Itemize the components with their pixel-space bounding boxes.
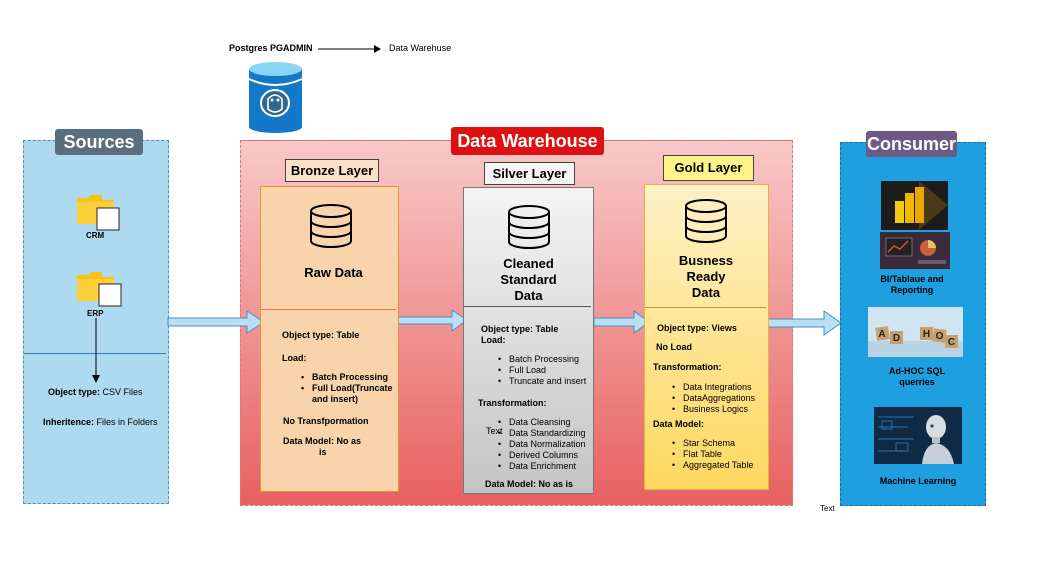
- data-warehouse-title: Data Warehouse: [451, 127, 604, 155]
- gold-data-model-list: Star Schema Flat Table Aggregated Table: [667, 438, 767, 471]
- gold-object-type: Object type: Views: [657, 323, 737, 333]
- silver-load-item: Batch Processing: [493, 354, 593, 365]
- gold-data-model-item: Aggregated Table: [667, 460, 767, 471]
- gold-divider: [645, 307, 766, 308]
- bronze-data-model-l2: is: [319, 447, 327, 457]
- machine-learning-icon[interactable]: [874, 407, 962, 464]
- tile-h: H: [923, 329, 930, 340]
- gold-data-model-label: Data Model:: [653, 419, 705, 429]
- silver-data-model: Data Model: No as is: [485, 479, 574, 489]
- silver-load-label: Load:: [481, 335, 506, 345]
- silver-load-list: Batch Processing Full Load Truncate and …: [493, 354, 593, 387]
- sources-object-type: Object type: CSV Files: [48, 387, 143, 397]
- gold-transformation-item: Business Logics: [667, 404, 767, 415]
- silver-database-icon: [508, 205, 550, 249]
- pgadmin-arrow: [318, 45, 381, 53]
- sources-to-bronze-arrow: [167, 310, 265, 334]
- gold-layer-title: Gold Layer: [663, 155, 754, 181]
- silver-transformation-item: Data Cleansing: [493, 417, 593, 428]
- ad-hoc-sql-icon[interactable]: A D H O C: [868, 307, 963, 357]
- bronze-load-label: Load:: [282, 353, 307, 363]
- bronze-transformation: No Transfpormation: [283, 416, 369, 426]
- gold-transformation-item: DataAggregations: [667, 393, 767, 404]
- tile-a: A: [878, 329, 885, 340]
- gold-data-model-item: Flat Table: [667, 449, 767, 460]
- erp-label: ERP: [87, 309, 104, 318]
- silver-load-item: Truncate and insert: [493, 376, 593, 387]
- crm-label: CRM: [86, 231, 105, 240]
- erp-down-arrow: [92, 318, 100, 383]
- silver-load-item: Full Load: [493, 365, 593, 376]
- silver-to-gold-arrow: [593, 310, 650, 334]
- silver-transformation-item: Data Enrichment: [493, 461, 593, 472]
- gold-transformation-list: Data Integrations DataAggregations Busin…: [667, 382, 767, 415]
- bronze-data-model-l1: Data Model: No as: [283, 436, 362, 446]
- gold-load: No Load: [656, 342, 692, 352]
- bronze-load-item: Batch Processing: [296, 372, 396, 383]
- silver-stray-text: Text: [486, 426, 503, 436]
- silver-transformation-item: Data Normalization: [493, 439, 593, 450]
- gold-data-model-item: Star Schema: [667, 438, 767, 449]
- tile-o: O: [936, 331, 944, 342]
- silver-transformation-item: Data Standardizing: [493, 428, 593, 439]
- bronze-layer-title: Bronze Layer: [285, 159, 379, 182]
- bronze-database-icon: [310, 204, 352, 248]
- footer-text: Text: [820, 504, 835, 513]
- silver-transformation-label: Transformation:: [478, 398, 547, 408]
- bronze-object-type: Object type: Table: [282, 330, 360, 340]
- silver-title: Cleaned Standard Data: [500, 256, 557, 303]
- sources-divider: [24, 353, 166, 354]
- crm-folder-icon[interactable]: [76, 194, 120, 232]
- bi-reporting-label: BI/Tablaue and Reporting: [880, 274, 944, 295]
- gold-title: Busness Ready Data: [678, 253, 734, 300]
- data-warehuse-label: Data Warehuse: [389, 43, 452, 53]
- gold-transformation-item: Data Integrations: [667, 382, 767, 393]
- gold-transformation-label: Transformation:: [653, 362, 722, 372]
- postgres-database-icon: [248, 62, 303, 133]
- bronze-load-list: Batch Processing Full Load(Truncate and …: [296, 372, 396, 405]
- consumer-title: Consumer: [866, 131, 957, 157]
- gold-database-icon: [685, 199, 727, 243]
- ad-hoc-sql-label: Ad-HOC SQL querries: [889, 366, 945, 387]
- tile-d: D: [893, 333, 900, 344]
- power-bi-icon[interactable]: [881, 181, 948, 230]
- sources-inheritence: Inheritence: Files in Folders: [43, 417, 158, 427]
- silver-layer-title: Silver Layer: [484, 162, 575, 185]
- pgadmin-label: Postgres PGADMIN: [229, 43, 313, 53]
- silver-transformation-list: Data Cleansing Data Standardizing Data N…: [493, 417, 593, 472]
- silver-transformation-item: Derived Columns: [493, 450, 593, 461]
- gold-to-consumer-arrow: [767, 310, 842, 336]
- tile-c: C: [948, 337, 955, 348]
- bronze-load-item: Full Load(Truncate and insert): [296, 383, 396, 405]
- bronze-title: Raw Data: [304, 265, 363, 280]
- bronze-to-silver-arrow: [397, 309, 468, 332]
- reporting-dashboard-icon[interactable]: [880, 232, 950, 269]
- erp-folder-icon[interactable]: [76, 271, 122, 309]
- silver-divider: [464, 306, 591, 307]
- sources-title: Sources: [55, 129, 143, 155]
- silver-object-type: Object type: Table: [481, 324, 559, 334]
- machine-learning-label: Machine Learning: [879, 476, 957, 486]
- bronze-divider: [261, 309, 396, 310]
